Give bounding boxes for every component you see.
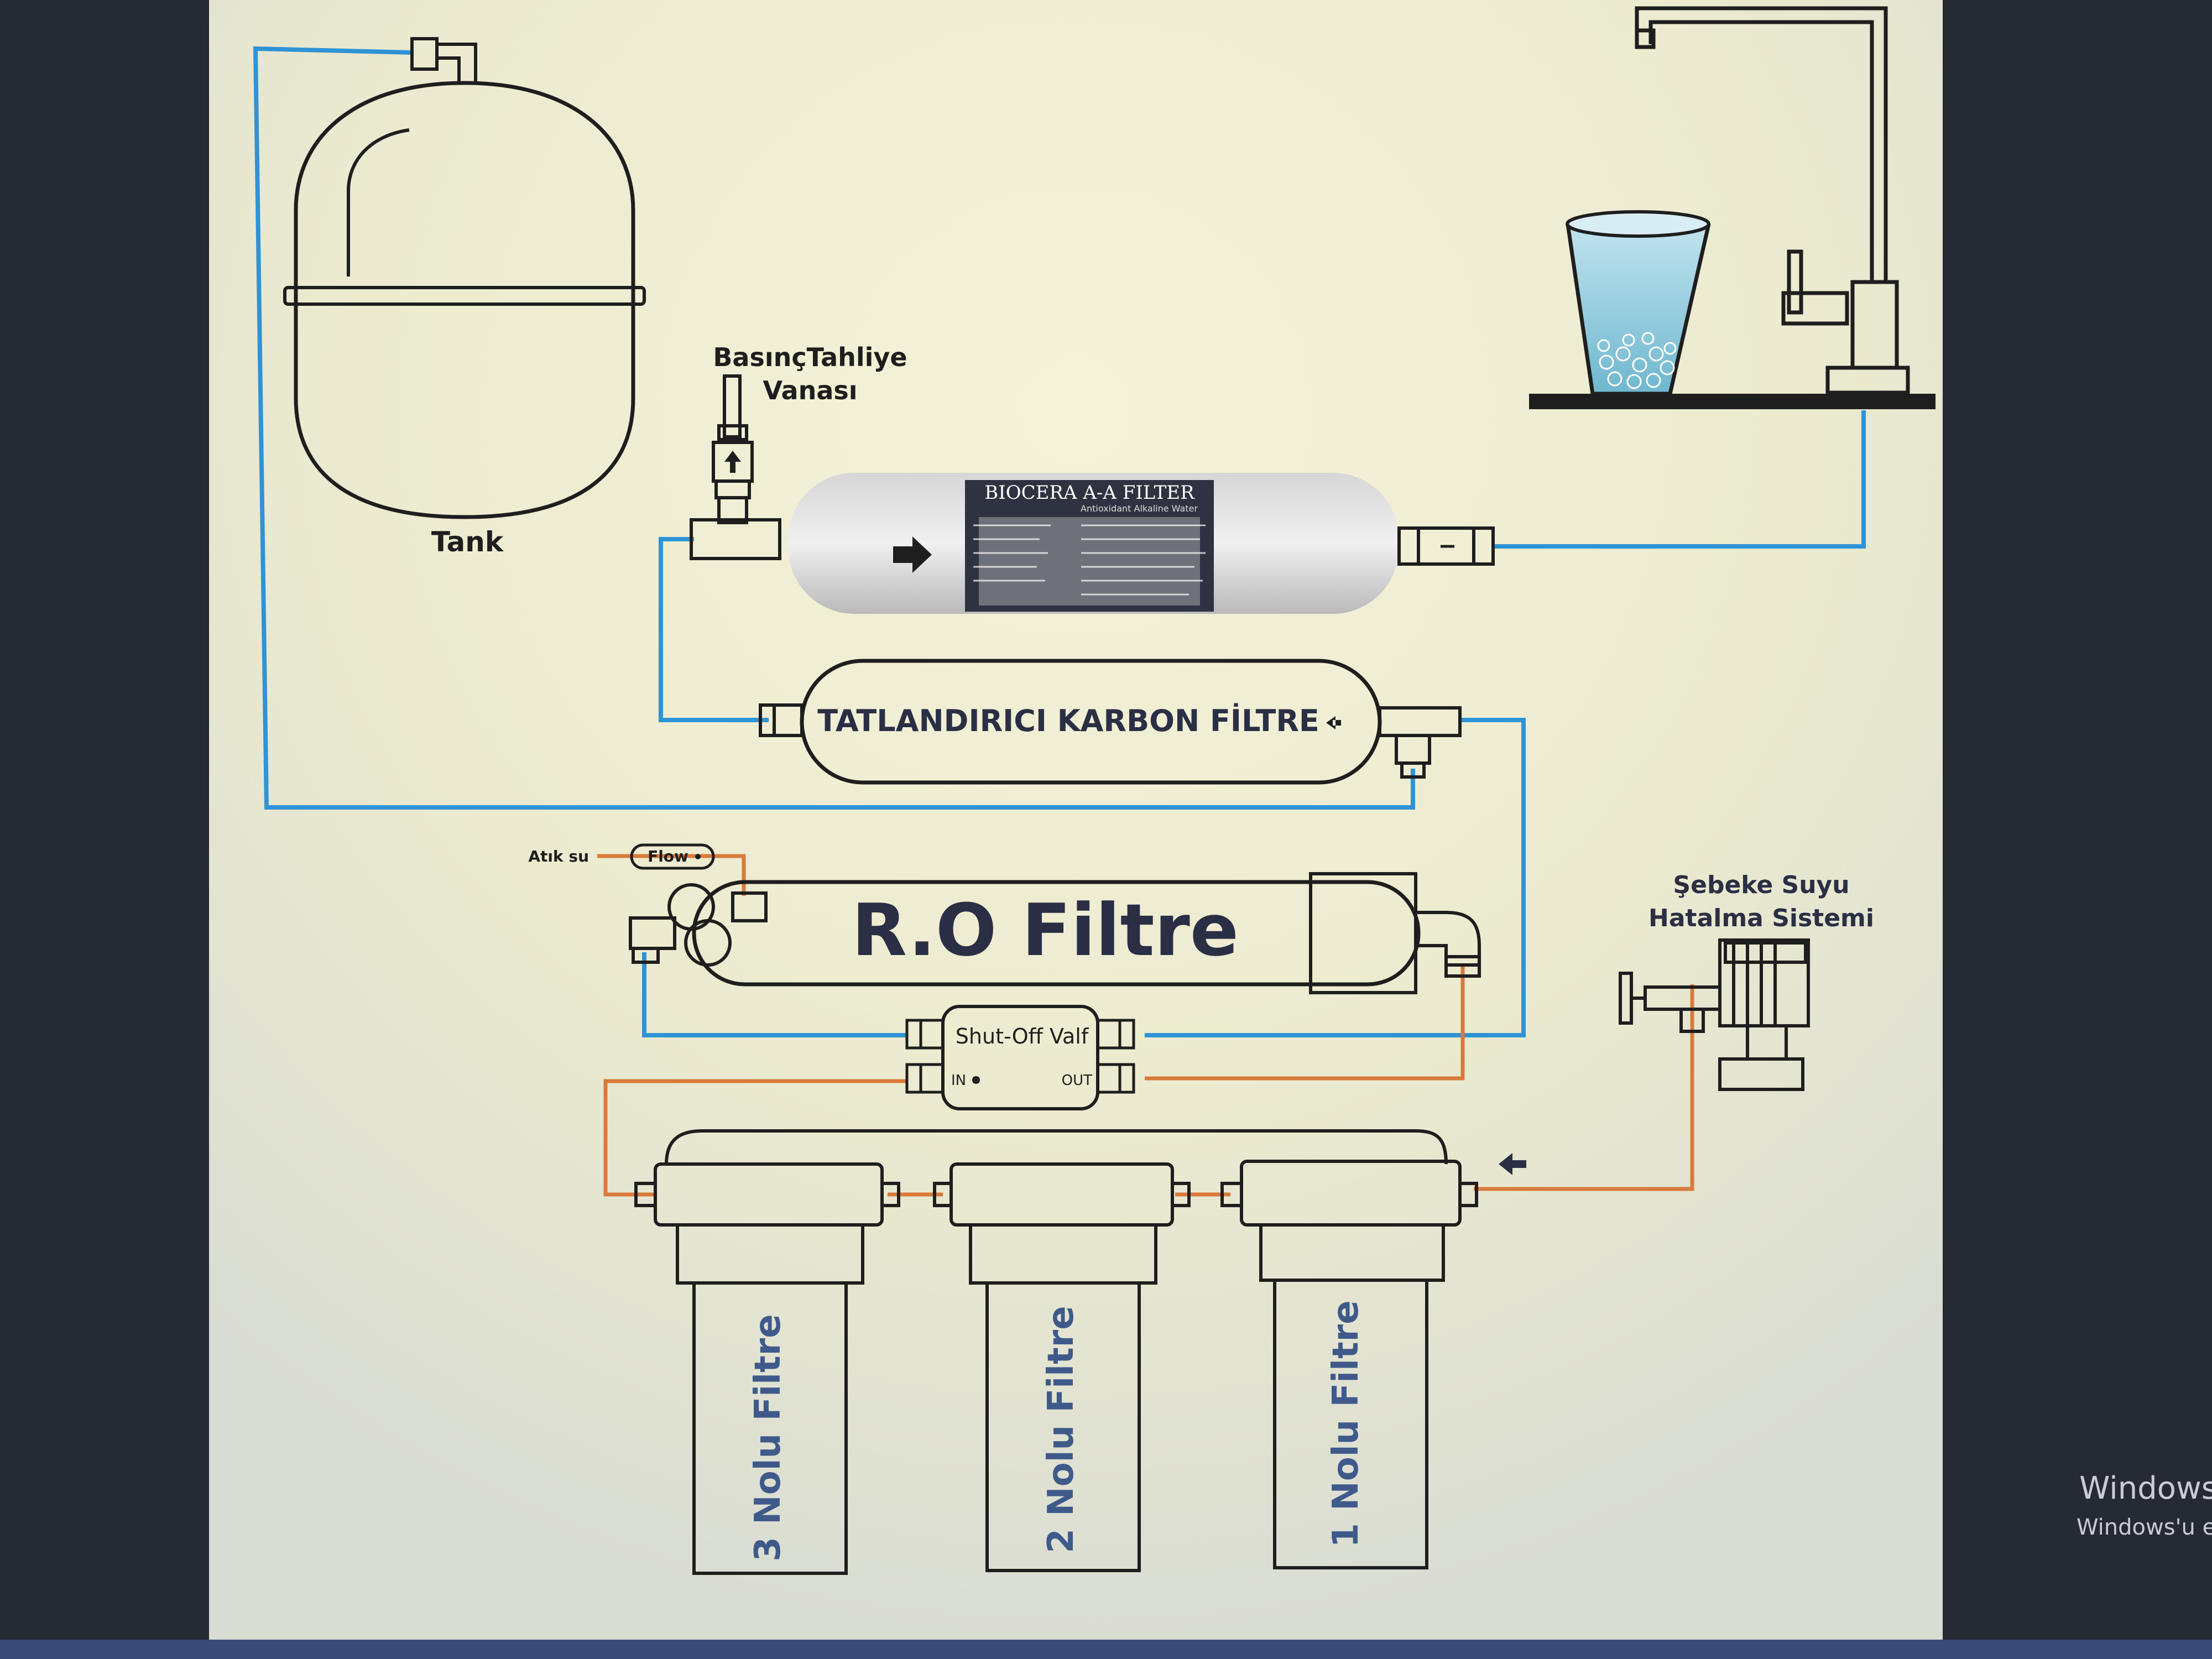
mains-water-valve [1619,938,1810,1091]
mains-label-1: Şebeke Suyu [1673,871,1849,899]
pressure-relief-valve [690,374,781,560]
biocera-subtitle: Antioxidant Alkaline Water [1081,503,1198,514]
mains-label-2: Hatalma Sistemi [1648,904,1874,932]
filter2-label: 2 Nolu Filtre [1041,1306,1082,1553]
clean-water-pipes [253,46,1866,1037]
ro-filter-label: R.O Filtre [852,888,1239,972]
carbon-filter-label: TATLANDIRICI KARBON FİLTRE [817,703,1319,738]
pressure-valve-label-1: BasınçTahliye [713,342,907,372]
valve-in-label: IN [951,1072,966,1089]
ro-filter: R.O Filtre Flow Atık su [528,843,1481,994]
shutoff-valve-label: Shut-Off Valf [956,1024,1089,1048]
taskbar [0,1640,2212,1659]
faucet [1529,6,1936,409]
flow-arrow-icon [893,536,932,573]
shutoff-valve: Shut-Off Valf IN OUT [905,1005,1135,1110]
flow-restrictor [630,843,715,870]
biocera-filter: BIOCERA A-A FILTER Antioxidant Alkaline … [788,473,1495,614]
pressure-valve-label-2: Vanası [763,375,857,405]
filter-housing-3 [634,1162,900,1575]
flow-restrictor-label: Flow [648,847,688,865]
biocera-title: BIOCERA A-A FILTER [984,482,1195,504]
carbon-filter: TATLANDIRICI KARBON FİLTRE [759,659,1462,785]
valve-out-label: OUT [1062,1072,1092,1089]
filter-housing-1 [1220,1160,1478,1569]
tank: Tank [283,37,646,558]
filter-bracket [665,1129,1448,1165]
windows-watermark-2: Windows'u e [2077,1515,2212,1540]
glass-of-water [1566,210,1711,396]
counter-shelf [1529,394,1936,409]
inlet-arrow-icon [1499,1153,1526,1175]
windows-watermark-1: Windows [2079,1470,2212,1506]
tank-label: Tank [431,526,504,558]
carbon-flow-arrow-icon [1326,716,1341,729]
waste-water-label: Atık su [528,847,589,865]
filter-housing-2 [933,1162,1191,1572]
filter1-label: 1 Nolu Filtre [1326,1300,1366,1547]
filter3-label: 3 Nolu Filtre [748,1314,789,1561]
